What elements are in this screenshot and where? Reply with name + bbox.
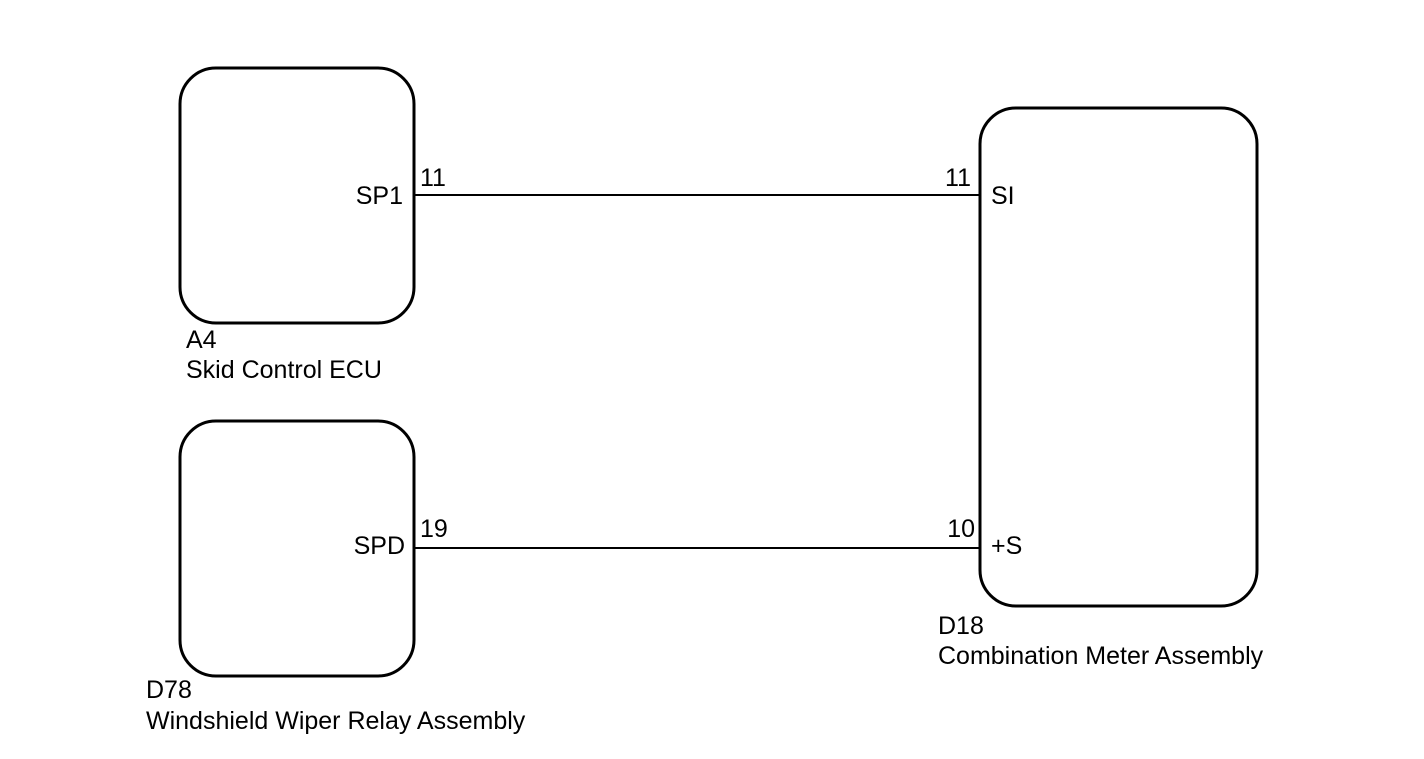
meter-pin-s-number: 10 (947, 515, 975, 543)
meter-pin-si-label: SI (991, 182, 1015, 210)
wiper-relay-pin-label: SPD (354, 532, 405, 560)
meter-code: D18 (938, 612, 984, 640)
wiper-relay-pin-number: 19 (420, 515, 448, 543)
wiper-relay-code: D78 (146, 676, 192, 704)
skid-ecu-name: Skid Control ECU (186, 356, 382, 384)
combination-meter-box (978, 106, 1259, 608)
meter-name: Combination Meter Assembly (938, 642, 1264, 670)
skid-ecu-pin-number: 11 (420, 164, 446, 192)
skid-ecu-code: A4 (186, 326, 217, 354)
meter-pin-s-label: +S (991, 532, 1022, 560)
meter-pin-si-number: 11 (945, 164, 971, 192)
wiper-relay-name: Windshield Wiper Relay Assembly (146, 707, 526, 735)
skid-ecu-pin-label: SP1 (356, 182, 403, 210)
